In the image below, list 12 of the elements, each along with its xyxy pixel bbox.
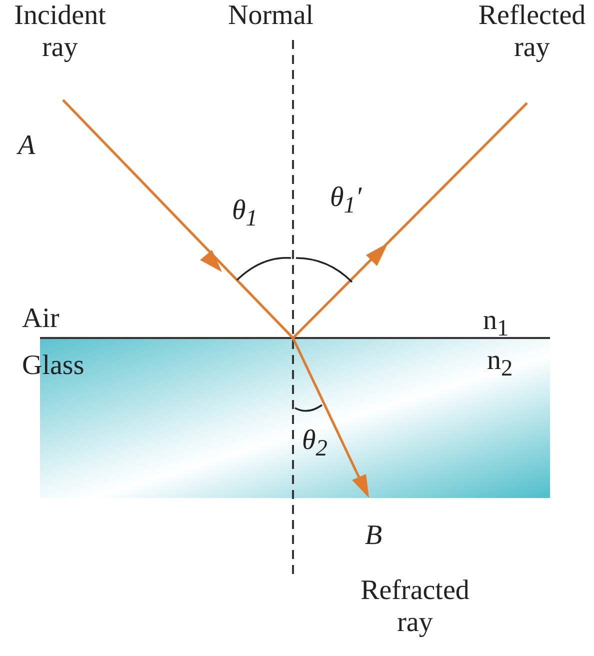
normal-label: Normal [228,0,314,32]
point-label: A [18,130,36,162]
medium-label: Air [22,303,60,335]
point-label: B [365,520,382,552]
ray-label: Incident ray [13,0,107,64]
angle-label: θ$_{1}$′ [330,182,362,221]
angle-label: θ$_{1}$ [232,195,258,234]
ray-label: Refracted ray [360,575,470,639]
index-label: n$_{2}$ [487,345,513,384]
angle-label: θ$_{2}$ [302,425,328,464]
index-label: n$_{1}$ [483,305,509,344]
ray-label: Reflected ray [477,0,587,64]
